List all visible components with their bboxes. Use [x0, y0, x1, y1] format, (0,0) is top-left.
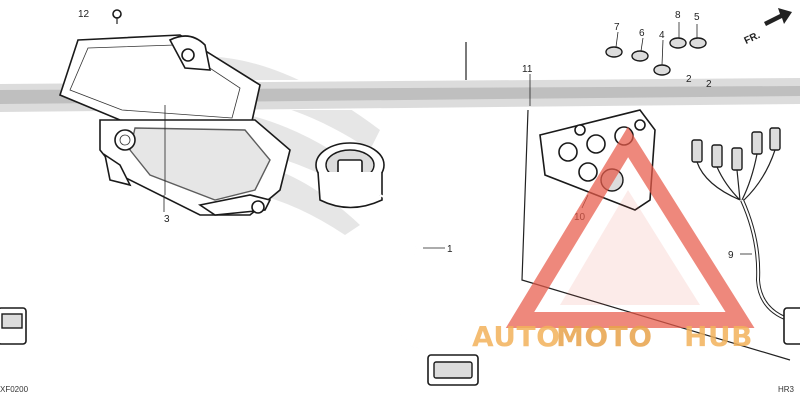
watermark-auto: AUTO — [472, 320, 560, 353]
callout-2a: 2 — [686, 74, 692, 85]
meter-housing-upper — [59, 34, 261, 131]
callout-12: 12 — [78, 9, 90, 20]
screw-12 — [112, 9, 122, 24]
meter-body-lower — [99, 119, 291, 216]
callout-6: 6 — [639, 28, 645, 39]
diagram-code-left: XF0200 — [0, 385, 29, 394]
automotohub-watermark: AUTO MOTO HUB — [472, 126, 755, 353]
indicator-harness-9 — [691, 127, 800, 345]
usb-socket-part — [315, 142, 479, 386]
front-direction-arrow: FR. — [743, 8, 792, 47]
callout-4: 4 — [659, 30, 665, 41]
callout-11: 11 — [522, 64, 533, 75]
left-connector — [0, 307, 27, 345]
callout-8: 8 — [675, 10, 681, 21]
watermark-hub: HUB — [684, 320, 753, 353]
indicator-frame — [521, 109, 791, 361]
callout-5: 5 — [694, 12, 700, 23]
callout-9: 9 — [728, 250, 734, 261]
watermark-moto: MOTO — [556, 320, 653, 353]
bulb-sockets-group — [605, 22, 707, 76]
watermark-triangle — [505, 126, 755, 328]
callout-1: 1 — [447, 244, 453, 255]
diagram-code-right: HR3 — [778, 385, 795, 394]
callout-2b: 2 — [706, 79, 712, 90]
callout-7: 7 — [614, 22, 620, 33]
direction-label: FR. — [743, 30, 762, 47]
callout-3: 3 — [164, 214, 170, 225]
